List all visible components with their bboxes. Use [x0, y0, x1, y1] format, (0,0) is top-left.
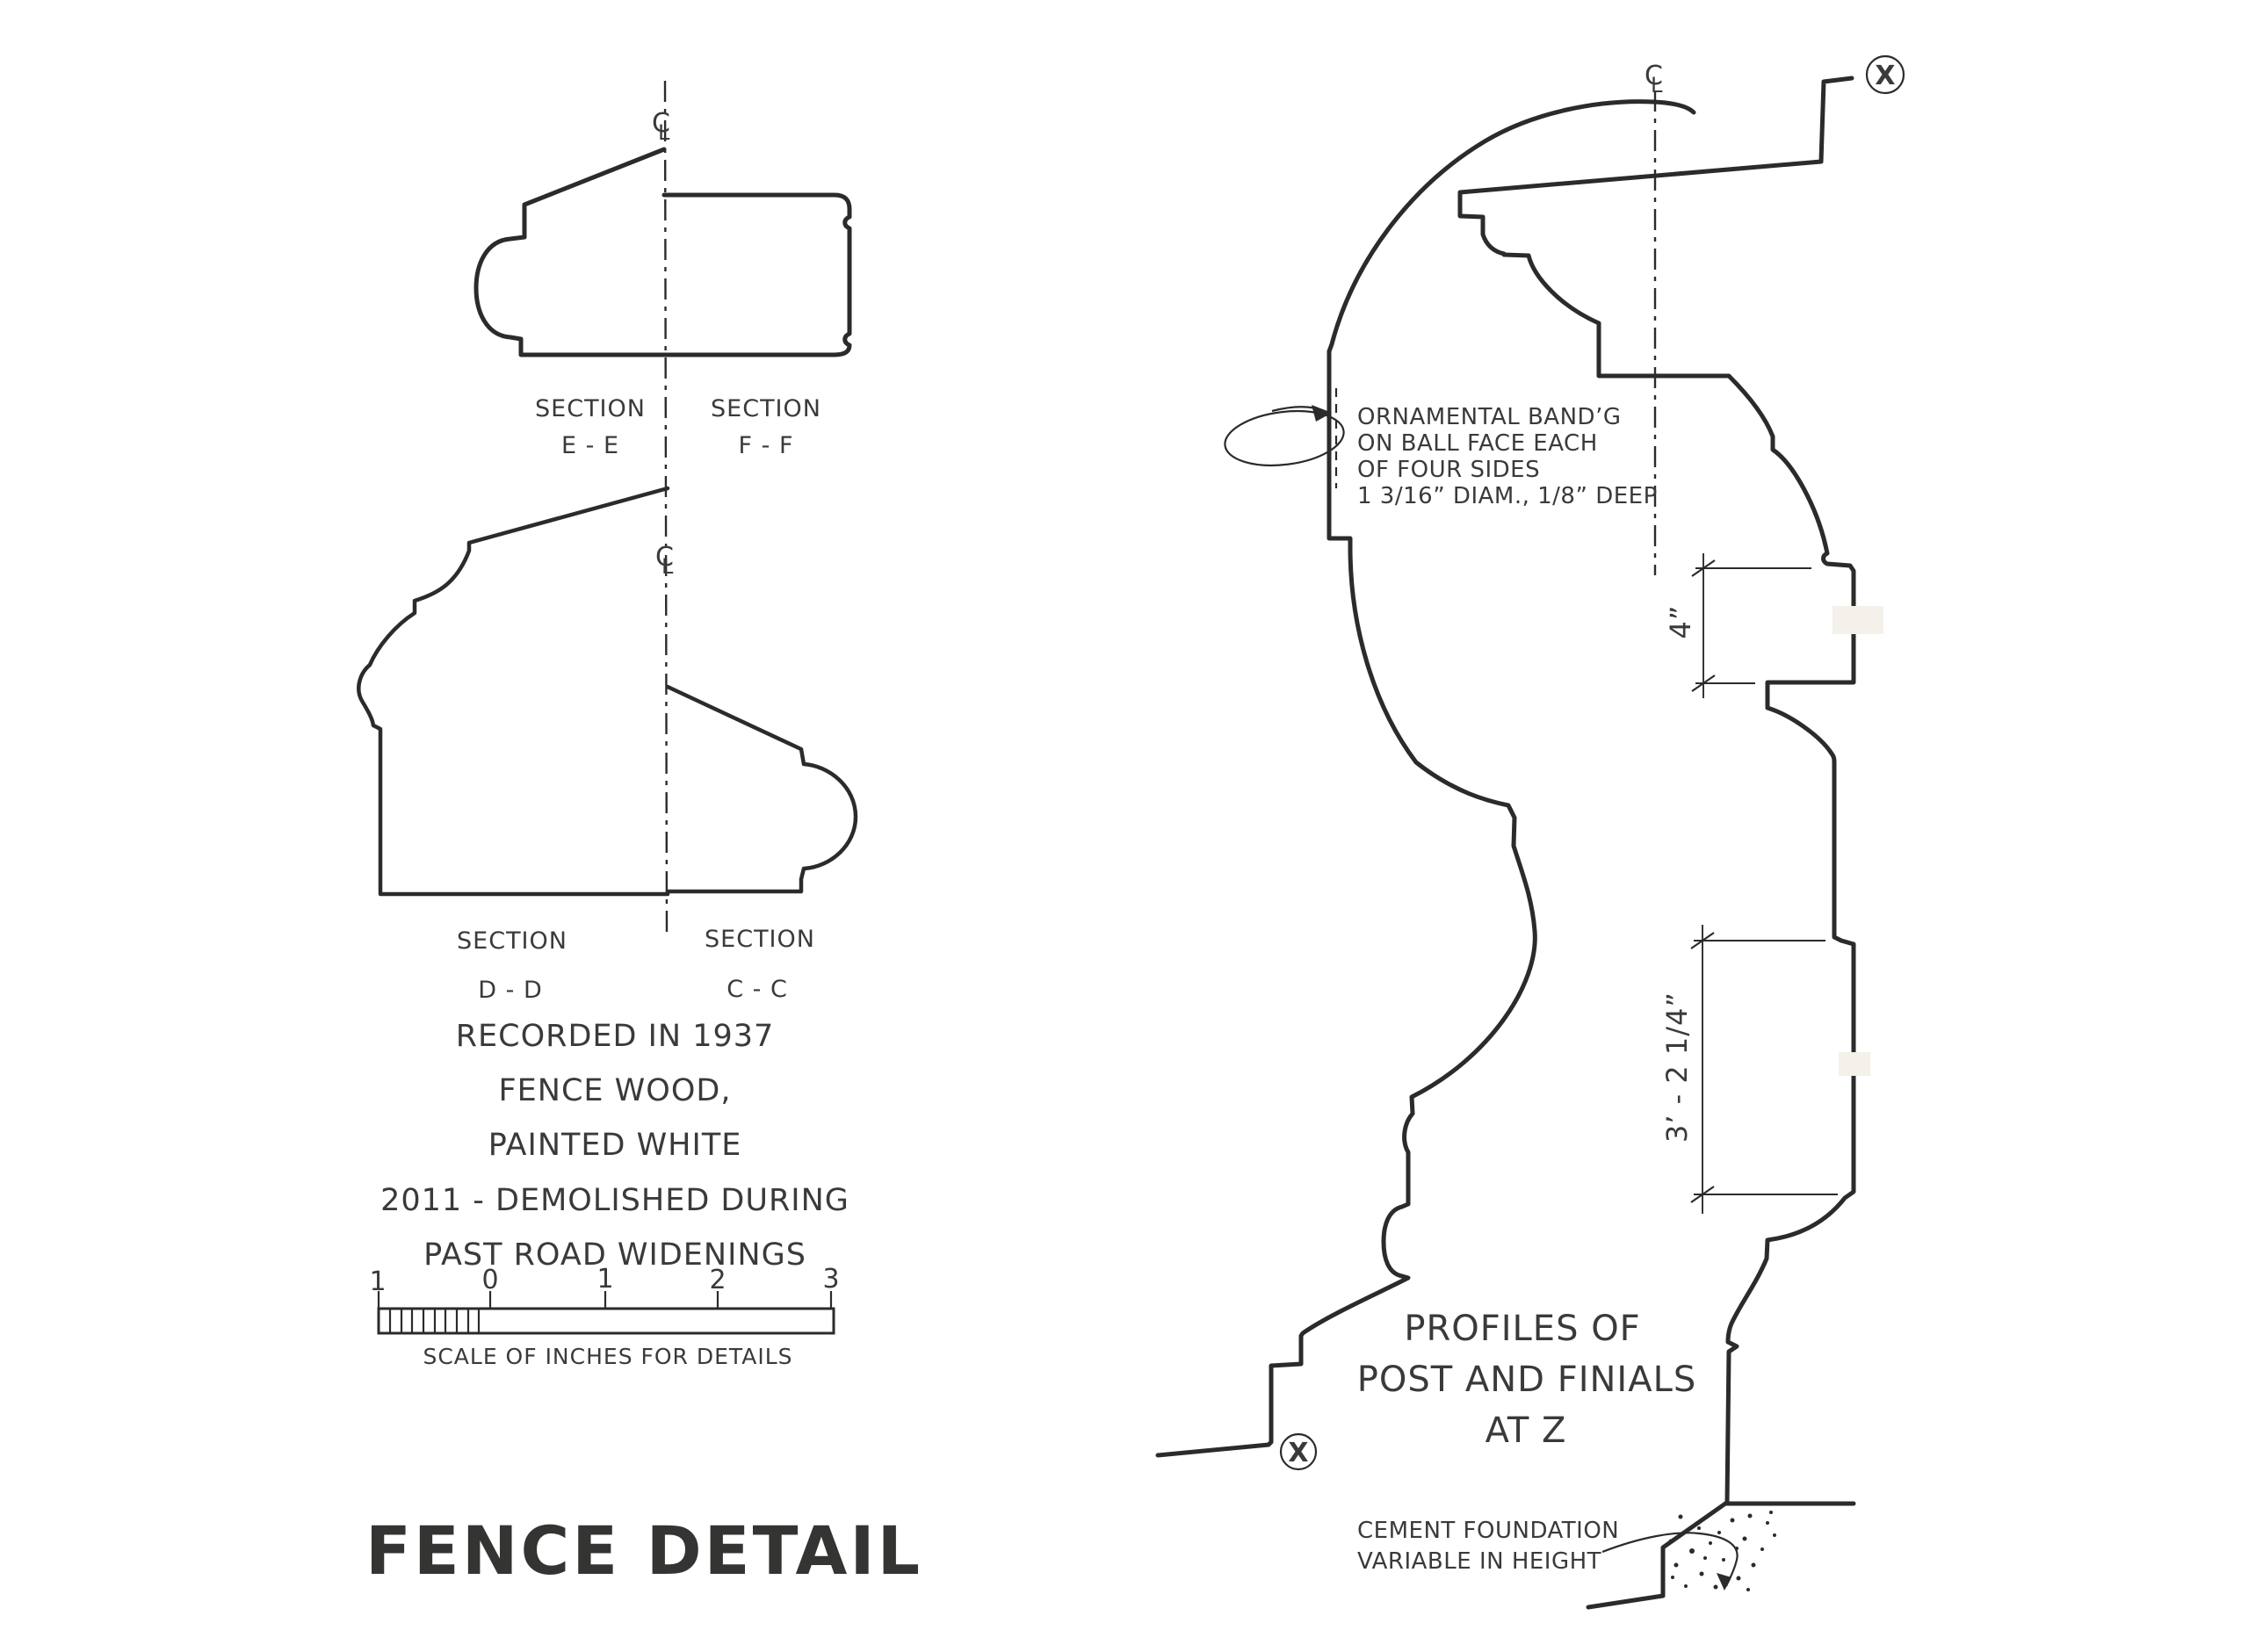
profile-title-3: AT Z: [1485, 1410, 1567, 1451]
stipple-dot: [1674, 1562, 1679, 1568]
label-section-dd-1: SECTION: [457, 927, 567, 955]
svg-text:C: C: [655, 542, 674, 573]
section-marker-bottom: X: [1279, 1432, 1318, 1471]
section-dd-outline: [357, 486, 670, 897]
centerline-symbol-mid-left: C L: [655, 542, 674, 579]
stipple-dot: [1773, 1533, 1776, 1537]
scale-num-3: 3: [822, 1264, 840, 1295]
section-ff-outline: [661, 192, 852, 357]
svg-text:L: L: [658, 120, 670, 145]
stipple-dot: [1711, 1511, 1715, 1514]
sheet-title: FENCE DETAIL: [365, 1511, 923, 1590]
stipple-dot: [1713, 1584, 1718, 1590]
stipple-dot: [1736, 1576, 1741, 1581]
section-cc-outline: [665, 684, 858, 894]
break-patch-lower: [1839, 1052, 1870, 1076]
label-section-ee-1: SECTION: [535, 395, 646, 422]
foundation-outline: [1586, 1501, 1728, 1610]
annotation-line-3: OF FOUR SIDES: [1357, 457, 1541, 483]
stipple-dot: [1766, 1521, 1769, 1525]
stipple-dot: [1751, 1562, 1756, 1568]
ball-finial-profile: [1155, 99, 1696, 1458]
annotation-line-4: 1 3/16” DIAM., 1/8” DEEP: [1357, 483, 1658, 509]
annotation-line-2: ON BALL FACE EACH: [1357, 430, 1598, 457]
post-profile: [1457, 76, 1856, 1506]
stipple-dot: [1722, 1558, 1725, 1562]
stipple-dot: [1684, 1584, 1688, 1588]
label-section-ee-2: E - E: [560, 432, 620, 459]
dimension-shaft-text: 3’ - 2 1/4”: [1660, 991, 1694, 1143]
dimension-neck-text: 4”: [1664, 604, 1697, 639]
svg-text:L: L: [661, 554, 674, 579]
scale-num-2: 2: [709, 1265, 727, 1295]
svg-text:X: X: [1875, 61, 1895, 91]
stipple-dot: [1703, 1556, 1707, 1560]
stipple-dot: [1697, 1526, 1701, 1530]
dimension-neck: [1691, 553, 1811, 698]
stipple-dot: [1689, 1548, 1695, 1554]
profile-title-1: PROFILES OF: [1404, 1309, 1641, 1349]
label-section-ff-2: F - F: [738, 432, 794, 459]
centerline-symbol-top-left: C L: [652, 108, 670, 145]
profile-title-2: POST AND FINIALS: [1356, 1360, 1697, 1400]
label-section-ff-1: SECTION: [711, 395, 821, 422]
ornamental-band-leader: [1224, 405, 1345, 467]
svg-text:X: X: [1288, 1438, 1308, 1468]
svg-text:C: C: [652, 108, 670, 139]
scale-caption: SCALE OF INCHES FOR DETAILS: [423, 1344, 793, 1369]
note-line-2: FENCE WOOD,: [498, 1073, 732, 1108]
centerline-left: [663, 80, 669, 934]
note-line-1: RECORDED IN 1937: [455, 1019, 775, 1054]
note-line-4: 2011 - DEMOLISHED DURING: [380, 1183, 849, 1218]
cement-foundation-leader: [1601, 1532, 1739, 1591]
annotation-line-1: ORNAMENTAL BAND’G: [1357, 404, 1622, 430]
foundation-note-2: VARIABLE IN HEIGHT: [1357, 1548, 1602, 1575]
label-section-cc-2: C - C: [727, 976, 788, 1003]
scale-num-0: 0: [481, 1265, 499, 1295]
stipple-dot: [1747, 1513, 1753, 1519]
svg-text:C: C: [1645, 61, 1663, 91]
stipple-dot: [1746, 1588, 1750, 1591]
stipple-dot: [1760, 1547, 1764, 1551]
label-section-dd-2: D - D: [478, 977, 543, 1004]
scale-num-left1: 1: [369, 1266, 387, 1297]
stipple-dot: [1709, 1541, 1712, 1545]
stipple-dot: [1717, 1531, 1721, 1534]
stipple-dot: [1730, 1518, 1735, 1523]
break-patch-upper: [1833, 606, 1883, 634]
dimension-shaft: [1690, 925, 1838, 1214]
scale-bar: [377, 1291, 835, 1335]
stipple-dot: [1699, 1571, 1704, 1576]
stipple-dot: [1678, 1514, 1683, 1519]
stipple-dot: [1671, 1576, 1674, 1579]
foundation-stipple: [1668, 1511, 1776, 1591]
scale-num-1: 1: [596, 1264, 614, 1295]
stipple-dot: [1769, 1511, 1773, 1514]
stipple-dot: [1668, 1539, 1674, 1544]
stipple-dot: [1742, 1536, 1747, 1541]
foundation-note-1: CEMENT FOUNDATION: [1357, 1518, 1620, 1544]
centerline-symbol-right: C L: [1645, 61, 1663, 97]
label-section-cc-1: SECTION: [705, 926, 815, 953]
note-line-5: PAST ROAD WIDENINGS: [423, 1237, 806, 1273]
svg-text:L: L: [1651, 73, 1663, 97]
section-ee-outline: [474, 147, 667, 357]
section-marker-top: X: [1865, 54, 1905, 95]
note-line-3: PAINTED WHITE: [488, 1128, 742, 1163]
